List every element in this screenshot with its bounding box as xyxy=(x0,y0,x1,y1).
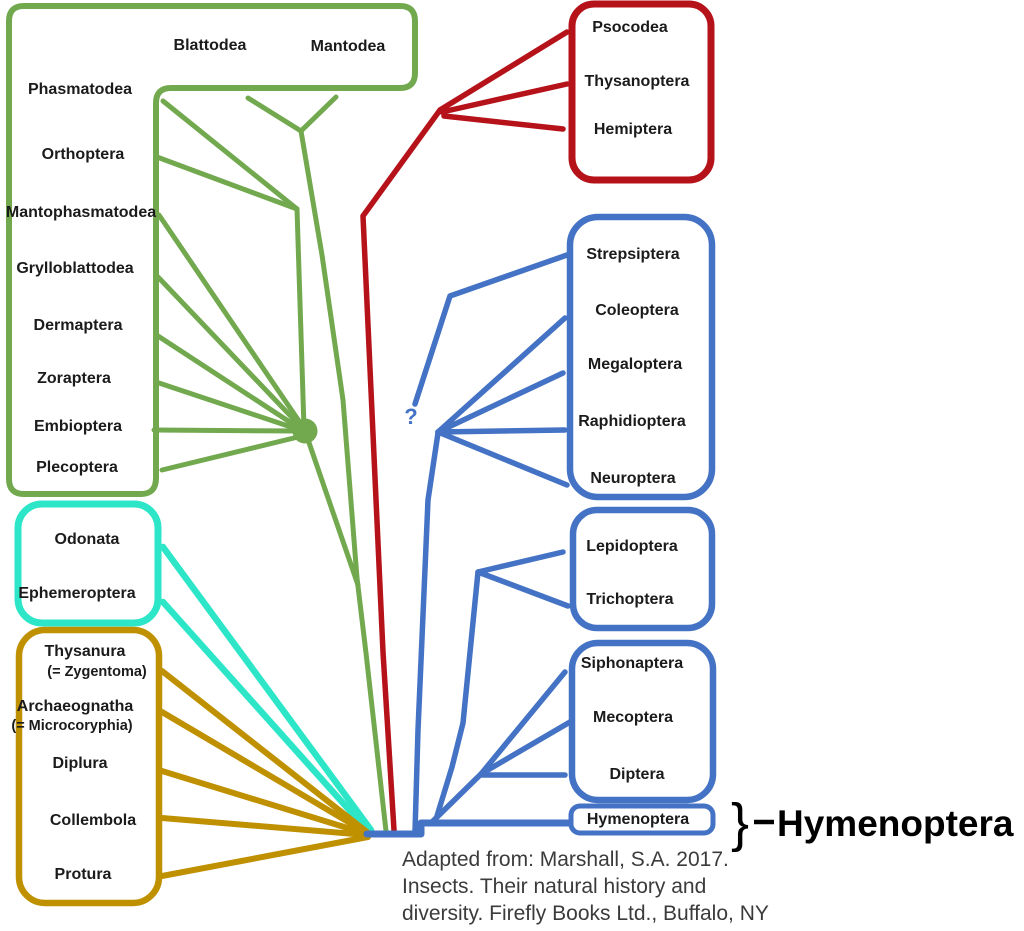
hymenoptera-callout-label: Hymenoptera xyxy=(777,803,1014,844)
taxon-label-diptera: Diptera xyxy=(609,766,664,783)
hymenoptera-callout: } Hymenoptera xyxy=(731,793,1014,853)
branch-raphidioptera xyxy=(435,427,568,435)
attribution-line-1: Adapted from: Marshall, S.A. 2017. xyxy=(402,848,729,871)
root-bar xyxy=(363,819,574,838)
taxon-label-diplura: Diplura xyxy=(52,755,107,772)
branch-lepidoptera-trichoptera xyxy=(475,549,571,609)
attribution-line-2: Insects. Their natural history and xyxy=(402,875,706,898)
taxon-label-siphonaptera: Siphonaptera xyxy=(581,655,683,672)
beetle-clade-trunk xyxy=(412,430,441,835)
branch-dictyoptera-descender xyxy=(298,128,360,581)
amphiesmenoptera-descender xyxy=(434,569,481,819)
taxon-label-mecoptera: Mecoptera xyxy=(593,709,673,726)
branch-grylloblattodea xyxy=(155,274,305,431)
branch-protura xyxy=(159,834,371,879)
taxon-label-embioptera: Embioptera xyxy=(34,418,122,435)
branch-psocodea xyxy=(437,29,570,113)
taxon-label-trichoptera: Trichoptera xyxy=(586,591,673,608)
taxon-label-hymenoptera-box: Hymenoptera xyxy=(587,811,689,828)
branch-odonata xyxy=(159,543,375,834)
branch-mecoptera xyxy=(478,719,573,777)
branch-collembola xyxy=(159,815,370,838)
uncertainty-question-mark: ? xyxy=(404,404,417,429)
branch-siphonaptera xyxy=(478,669,568,777)
green-trunk-to-root xyxy=(354,575,389,834)
branch-archaeognatha xyxy=(159,709,370,836)
attribution-line-3: diversity. Firefly Books Ltd., Buffalo, … xyxy=(402,902,769,925)
branch-mantophasmatodea xyxy=(156,212,306,430)
branch-mantodea xyxy=(298,94,339,134)
taxon-label-grylloblattodea: Grylloblattodea xyxy=(16,260,133,277)
green-clade-lines xyxy=(6,3,418,834)
taxon-label-collembola: Collembola xyxy=(50,812,136,829)
polyneoptera-node-dot xyxy=(292,418,318,444)
red-clade-lines xyxy=(360,0,715,833)
taxon-labels: Blattodea Mantodea Phasmatodea Orthopter… xyxy=(6,19,690,883)
taxon-label-raphidioptera: Raphidioptera xyxy=(578,413,686,430)
taxon-label-ephemeroptera: Ephemeroptera xyxy=(18,585,135,602)
branch-phasmatodea xyxy=(160,98,300,212)
branch-dermaptera xyxy=(155,333,305,433)
taxon-label-mantophasmatodea: Mantophasmatodea xyxy=(6,204,156,221)
branch-coleoptera xyxy=(435,315,568,435)
cyan-clade-lines xyxy=(14,500,375,835)
branch-ephemeroptera xyxy=(159,598,372,835)
taxon-label-protura: Protura xyxy=(55,866,112,883)
red-trunk-to-root xyxy=(360,107,443,833)
taxon-label-coleoptera: Coleoptera xyxy=(595,302,679,319)
taxon-label-megaloptera: Megaloptera xyxy=(588,356,682,373)
blue-clade-lines xyxy=(363,213,717,838)
taxon-label-hemiptera: Hemiptera xyxy=(594,121,672,138)
taxon-label-lepidoptera: Lepidoptera xyxy=(586,538,678,555)
taxon-label-thysanoptera: Thysanoptera xyxy=(585,73,690,90)
branch-strepsiptera-uncertain xyxy=(412,252,570,407)
attribution-text: Adapted from: Marshall, S.A. 2017. Insec… xyxy=(402,848,769,925)
antliophora-descender xyxy=(429,771,484,825)
branch-neuroptera xyxy=(435,429,570,488)
branch-orthoptera xyxy=(154,154,300,212)
taxon-label-dermaptera: Dermaptera xyxy=(34,317,123,334)
taxon-label-microcoryphia: (= Microcoryphia) xyxy=(11,718,132,734)
hymenoptera-box-outline xyxy=(568,803,716,836)
neuropteroid-box-outline xyxy=(566,213,716,501)
taxon-label-orthoptera: Orthoptera xyxy=(42,146,125,163)
polyneoptera-box-outline xyxy=(6,3,418,497)
branch-blattodea xyxy=(245,95,304,134)
taxon-label-thysanura: Thysanura xyxy=(45,643,126,660)
branch-thysanura xyxy=(159,668,370,835)
taxon-label-archaeognatha: Archaeognatha xyxy=(17,698,134,715)
branch-hemiptera xyxy=(441,113,566,132)
taxon-label-zoraptera: Zoraptera xyxy=(37,370,111,387)
gold-clade-lines xyxy=(15,626,371,907)
branch-megaloptera xyxy=(435,370,566,435)
taxon-label-blattodea: Blattodea xyxy=(174,37,247,54)
taxon-label-odonata: Odonata xyxy=(55,531,120,548)
apterygote-box-outline xyxy=(15,626,163,907)
branch-plecoptera xyxy=(159,434,301,473)
taxon-label-mantodea: Mantodea xyxy=(311,38,386,55)
taxon-label-psocodea: Psocodea xyxy=(592,19,668,36)
curly-brace-icon: } xyxy=(731,793,749,853)
taxon-label-neuroptera: Neuroptera xyxy=(590,470,675,487)
polyneoptera-node-descender xyxy=(302,428,361,588)
taxon-label-zygentoma: (= Zygentoma) xyxy=(47,664,147,680)
branch-embioptera xyxy=(151,427,301,434)
paleoptera-box-outline xyxy=(14,500,162,627)
amphiesmenoptera-box-outline xyxy=(569,506,716,632)
branch-diplura xyxy=(159,768,370,837)
branch-zoraptera xyxy=(153,379,303,433)
paraneoptera-box-outline xyxy=(568,0,715,184)
branch-phasmatodea-orthoptera-descender xyxy=(294,206,307,431)
branch-thysanoptera xyxy=(439,81,570,115)
taxon-label-strepsiptera: Strepsiptera xyxy=(586,246,679,263)
taxon-label-plecoptera: Plecoptera xyxy=(36,459,118,476)
taxon-label-phasmatodea: Phasmatodea xyxy=(28,81,132,98)
